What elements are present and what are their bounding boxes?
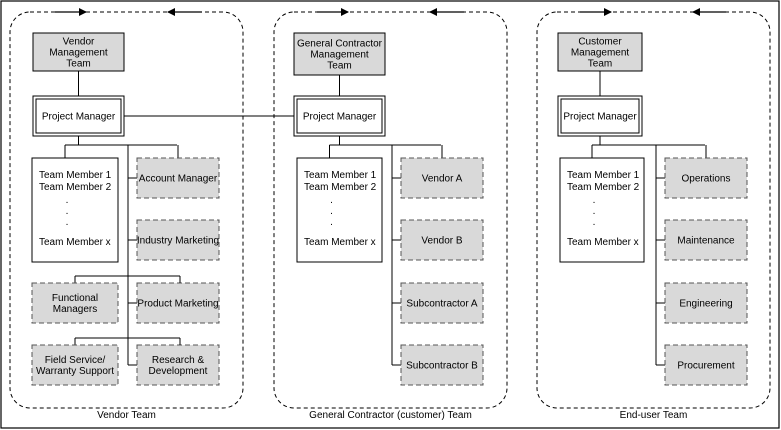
enduser-support-box: [664, 282, 748, 324]
enduser-team-label: End-user Team: [620, 410, 688, 421]
management-label: Team: [588, 59, 612, 70]
support-label: Engineering: [679, 299, 732, 310]
support-label: Product Marketing: [137, 299, 218, 310]
team-member-label: .: [593, 195, 596, 206]
team-member-label: .: [330, 206, 333, 217]
vendor-support-box: [136, 282, 220, 324]
team-member-label: Team Member x: [39, 237, 111, 248]
extra-label: Functional: [52, 293, 98, 304]
vendor-team-panel: [9, 11, 244, 409]
support-label: Account Manager: [139, 174, 218, 185]
team-member-label: Team Member 2: [304, 182, 377, 193]
gc-support-box: [400, 157, 484, 199]
vendor-extra-box: [31, 282, 119, 324]
project-manager-label: Project Manager: [303, 112, 377, 123]
team-member-label: .: [66, 195, 69, 206]
team-member-label: Team Member 1: [304, 170, 377, 181]
support-label: Operations: [682, 174, 731, 185]
project-manager-label: Project Manager: [563, 112, 637, 123]
team-member-label: .: [66, 206, 69, 217]
project-manager-inner-border: [296, 98, 383, 134]
management-label: Management: [571, 48, 630, 59]
team-member-label: Team Member 1: [39, 170, 112, 181]
team-member-label: .: [593, 217, 596, 228]
extra-label: Managers: [53, 304, 97, 315]
vendor-support-box: [136, 157, 220, 199]
enduser-team-panel: [536, 11, 771, 409]
gc-support-box: [400, 219, 484, 261]
enduser-support-box: [664, 157, 748, 199]
support-label: Research &: [152, 355, 205, 366]
team-member-label: Team Member 1: [567, 170, 640, 181]
extra-label: Warranty Support: [36, 366, 114, 377]
management-label: Management: [310, 50, 369, 61]
support-label: Maintenance: [677, 236, 735, 247]
support-label: Development: [149, 366, 208, 377]
team-member-label: .: [66, 217, 69, 228]
gc-support-box: [400, 282, 484, 324]
management-label: Team: [66, 59, 90, 70]
vendor-team-label: Vendor Team: [97, 410, 156, 421]
support-label: Procurement: [677, 361, 734, 372]
gc-team-label: General Contractor (customer) Team: [309, 410, 472, 421]
enduser-management-box: [557, 32, 643, 72]
team-member-label: Team Member 2: [567, 182, 640, 193]
vendor-team-members-box: [31, 157, 119, 263]
management-label: Team: [327, 61, 351, 72]
gc-management-box: [293, 32, 386, 76]
management-label: Management: [49, 48, 108, 59]
management-label: Customer: [578, 37, 622, 48]
team-member-label: .: [593, 206, 596, 217]
team-member-label: Team Member x: [567, 237, 639, 248]
support-label: Industry Marketing: [137, 236, 219, 247]
enduser-team-members-box: [559, 157, 645, 263]
extra-label: Field Service/: [45, 355, 106, 366]
team-member-label: Team Member x: [304, 237, 376, 248]
vendor-support-box: [136, 219, 220, 261]
vendor-management-box: [32, 32, 125, 72]
gc-team-panel: [273, 11, 508, 409]
project-manager-inner-border: [35, 98, 122, 134]
enduser-support-box: [664, 219, 748, 261]
gc-support-box: [400, 344, 484, 386]
support-label: Subcontractor B: [406, 361, 478, 372]
support-label: Vendor A: [422, 174, 463, 185]
gc-project-manager-box: [293, 95, 386, 137]
team-member-label: .: [330, 195, 333, 206]
vendor-extra-box: [31, 344, 119, 386]
gc-team-members-box: [296, 157, 383, 263]
team-member-label: Team Member 2: [39, 182, 112, 193]
support-label: Vendor B: [421, 236, 462, 247]
support-label: Subcontractor A: [406, 299, 477, 310]
management-label: Vendor: [63, 37, 95, 48]
vendor-support-box: [136, 344, 220, 386]
team-member-label: .: [330, 217, 333, 228]
project-manager-label: Project Manager: [42, 112, 116, 123]
enduser-support-box: [664, 344, 748, 386]
project-manager-inner-border: [560, 98, 640, 134]
management-label: General Contractor: [297, 39, 383, 50]
